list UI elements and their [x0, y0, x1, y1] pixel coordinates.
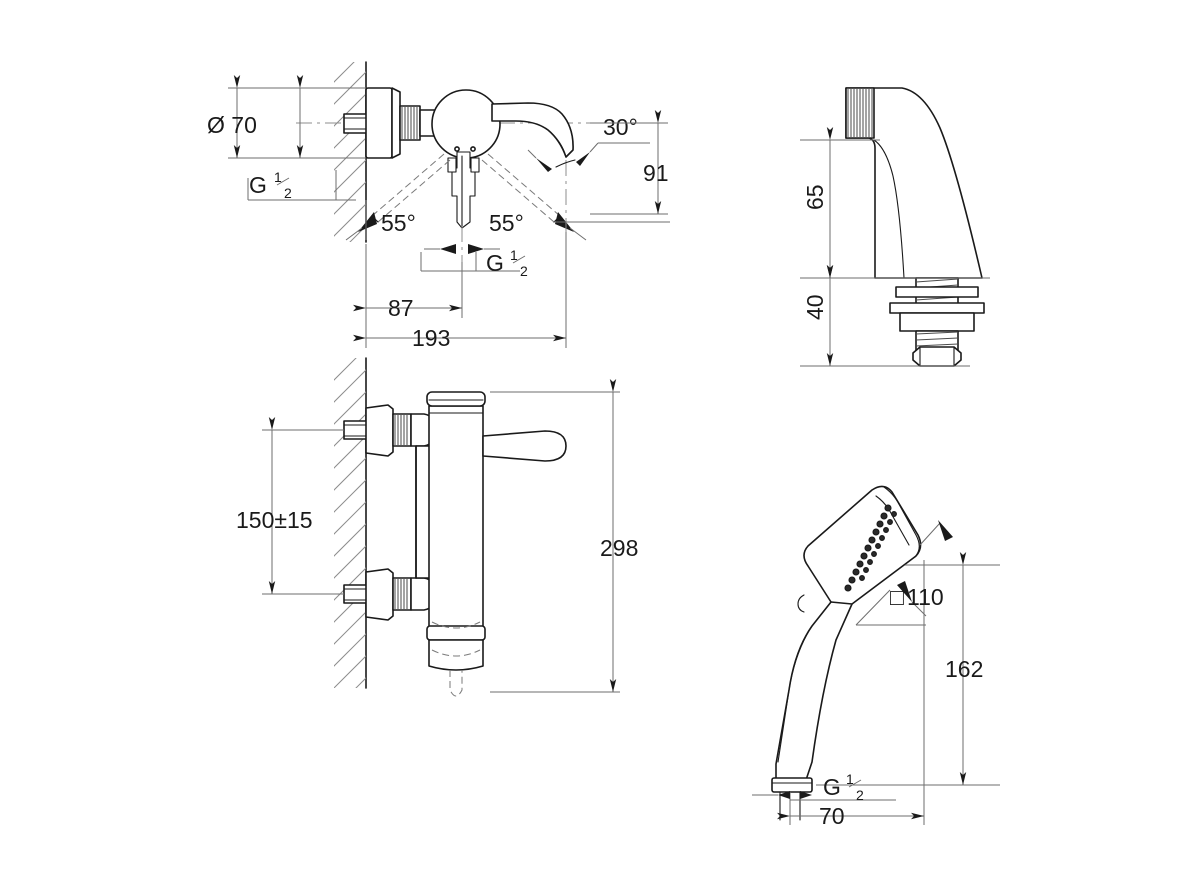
hose-thread-dim: G 1 2 — [752, 771, 896, 803]
overall-193-label: 193 — [412, 325, 450, 351]
inlet-spacing-label: 150±15 — [236, 507, 313, 533]
view-hand-shower: □ 110 162 G 1 2 70 — [752, 485, 1000, 829]
view-shower-outlet: 65 40 — [800, 87, 990, 367]
hand-shower-width-label: 70 — [819, 803, 845, 829]
mixer-body-front — [426, 391, 486, 641]
angle-left-label: 55° — [381, 210, 416, 236]
overall-height-dim: 298 — [490, 379, 638, 693]
inlet-thread-denominator: 2 — [284, 185, 292, 201]
hose-thread-label: G — [823, 774, 841, 800]
outlet-body-height-dim: 65 — [802, 127, 834, 278]
spout-depth-label: 91 — [643, 160, 669, 186]
view-mixer-top: 55° 55° 30° Ø 70 G 1 — [207, 61, 670, 351]
angle-right-label: 55° — [489, 210, 524, 236]
outlet-thread-denominator: 2 — [520, 263, 528, 279]
spout-angle-label: 30° — [603, 114, 638, 140]
spout-top — [491, 102, 574, 158]
outlet-thread-numerator: 1 — [510, 247, 518, 263]
outlet-thread-label: G — [486, 250, 504, 276]
offset-87-dim: 87 — [353, 244, 463, 321]
spout-angle-dim: 30° — [527, 114, 650, 172]
outlet-body — [845, 87, 983, 279]
spray-nozzles — [844, 504, 897, 592]
flange-diameter-dim: Ø 70 — [207, 75, 366, 159]
view-mixer-front: 150±15 298 — [236, 357, 638, 697]
offset-87-label: 87 — [388, 295, 414, 321]
outlet-shank-height-dim: 40 — [802, 265, 834, 366]
inlet-nipple-top — [343, 113, 369, 134]
spout-height-dim: 91 — [590, 110, 669, 215]
outlet-front — [426, 621, 486, 697]
rotation-indicator-left — [345, 153, 451, 241]
spray-face-symbol: □ — [890, 584, 904, 610]
outlet-body-height-label: 65 — [802, 184, 828, 210]
spray-face-dim: □ 110 — [855, 520, 1000, 626]
outlet-thread-dim: G 1 2 — [420, 244, 528, 279]
mounting-shank — [889, 277, 985, 367]
overall-height-label: 298 — [600, 535, 638, 561]
flange-diameter-label: Ø 70 — [207, 112, 257, 138]
lever-handle-front — [482, 430, 567, 462]
hose-thread-numerator: 1 — [846, 771, 854, 787]
inlet-thread-numerator: 1 — [274, 169, 282, 185]
hand-shower-length-dim: 162 — [816, 552, 1000, 786]
inlet-thread-dim: G 1 2 — [247, 169, 356, 201]
valve-housing-top — [431, 89, 501, 159]
lever-handle-top — [447, 151, 480, 229]
hose-thread-denominator: 2 — [856, 787, 864, 803]
overall-193-dim: 193 — [353, 232, 567, 351]
hand-shower-body — [771, 485, 922, 821]
wall-flange-top — [365, 87, 401, 159]
spray-face-label: 110 — [907, 584, 944, 610]
inlet-spacing-dim: 150±15 — [236, 417, 344, 595]
inlet-thread-label: G — [249, 172, 267, 198]
hand-shower-width-dim: 70 — [777, 785, 925, 829]
coupling-nut-top — [399, 105, 421, 141]
hand-shower-length-label: 162 — [945, 656, 983, 682]
outlet-shank-height-label: 40 — [802, 294, 828, 320]
